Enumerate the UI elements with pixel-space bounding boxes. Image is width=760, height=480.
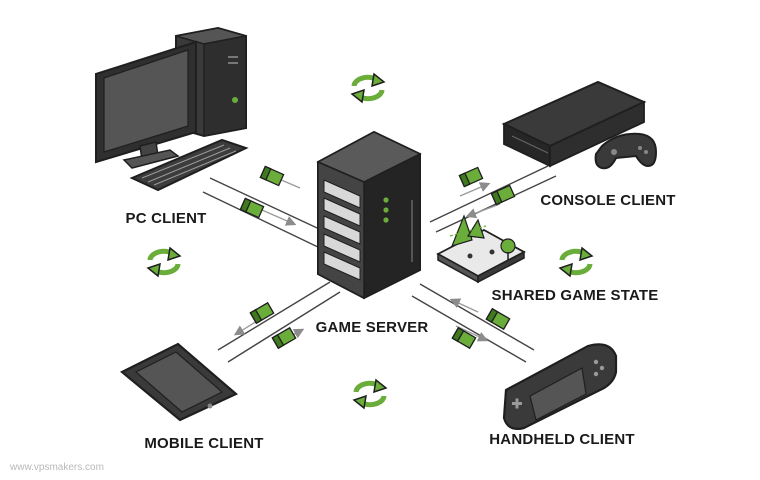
connection-pc-server (202, 177, 331, 249)
connection-mobile-server (217, 281, 341, 363)
game-server-icon (316, 130, 422, 300)
shared-game-state-label: SHARED GAME STATE (491, 287, 659, 304)
handheld-client-icon (502, 343, 618, 430)
connection-handheld-server (411, 283, 535, 363)
mobile-client-label: MOBILE CLIENT (144, 435, 264, 452)
console-client-label: CONSOLE CLIENT (540, 192, 676, 209)
pc-client-label: PC CLIENT (125, 210, 207, 227)
sync-icon (352, 378, 388, 410)
mobile-client-icon (119, 342, 239, 422)
watermark: www.vpsmakers.com (10, 462, 104, 473)
connection-console-server (429, 165, 557, 233)
sync-icon (558, 246, 594, 278)
pc-client-icon (95, 26, 249, 192)
sync-icon (350, 72, 386, 104)
game-server-label: GAME SERVER (315, 319, 429, 336)
handheld-client-label: HANDHELD CLIENT (489, 431, 635, 448)
sync-icon (146, 246, 182, 278)
console-client-icon (501, 80, 658, 170)
shared-game-state-icon (436, 214, 526, 284)
data-packet-icon (239, 165, 516, 350)
